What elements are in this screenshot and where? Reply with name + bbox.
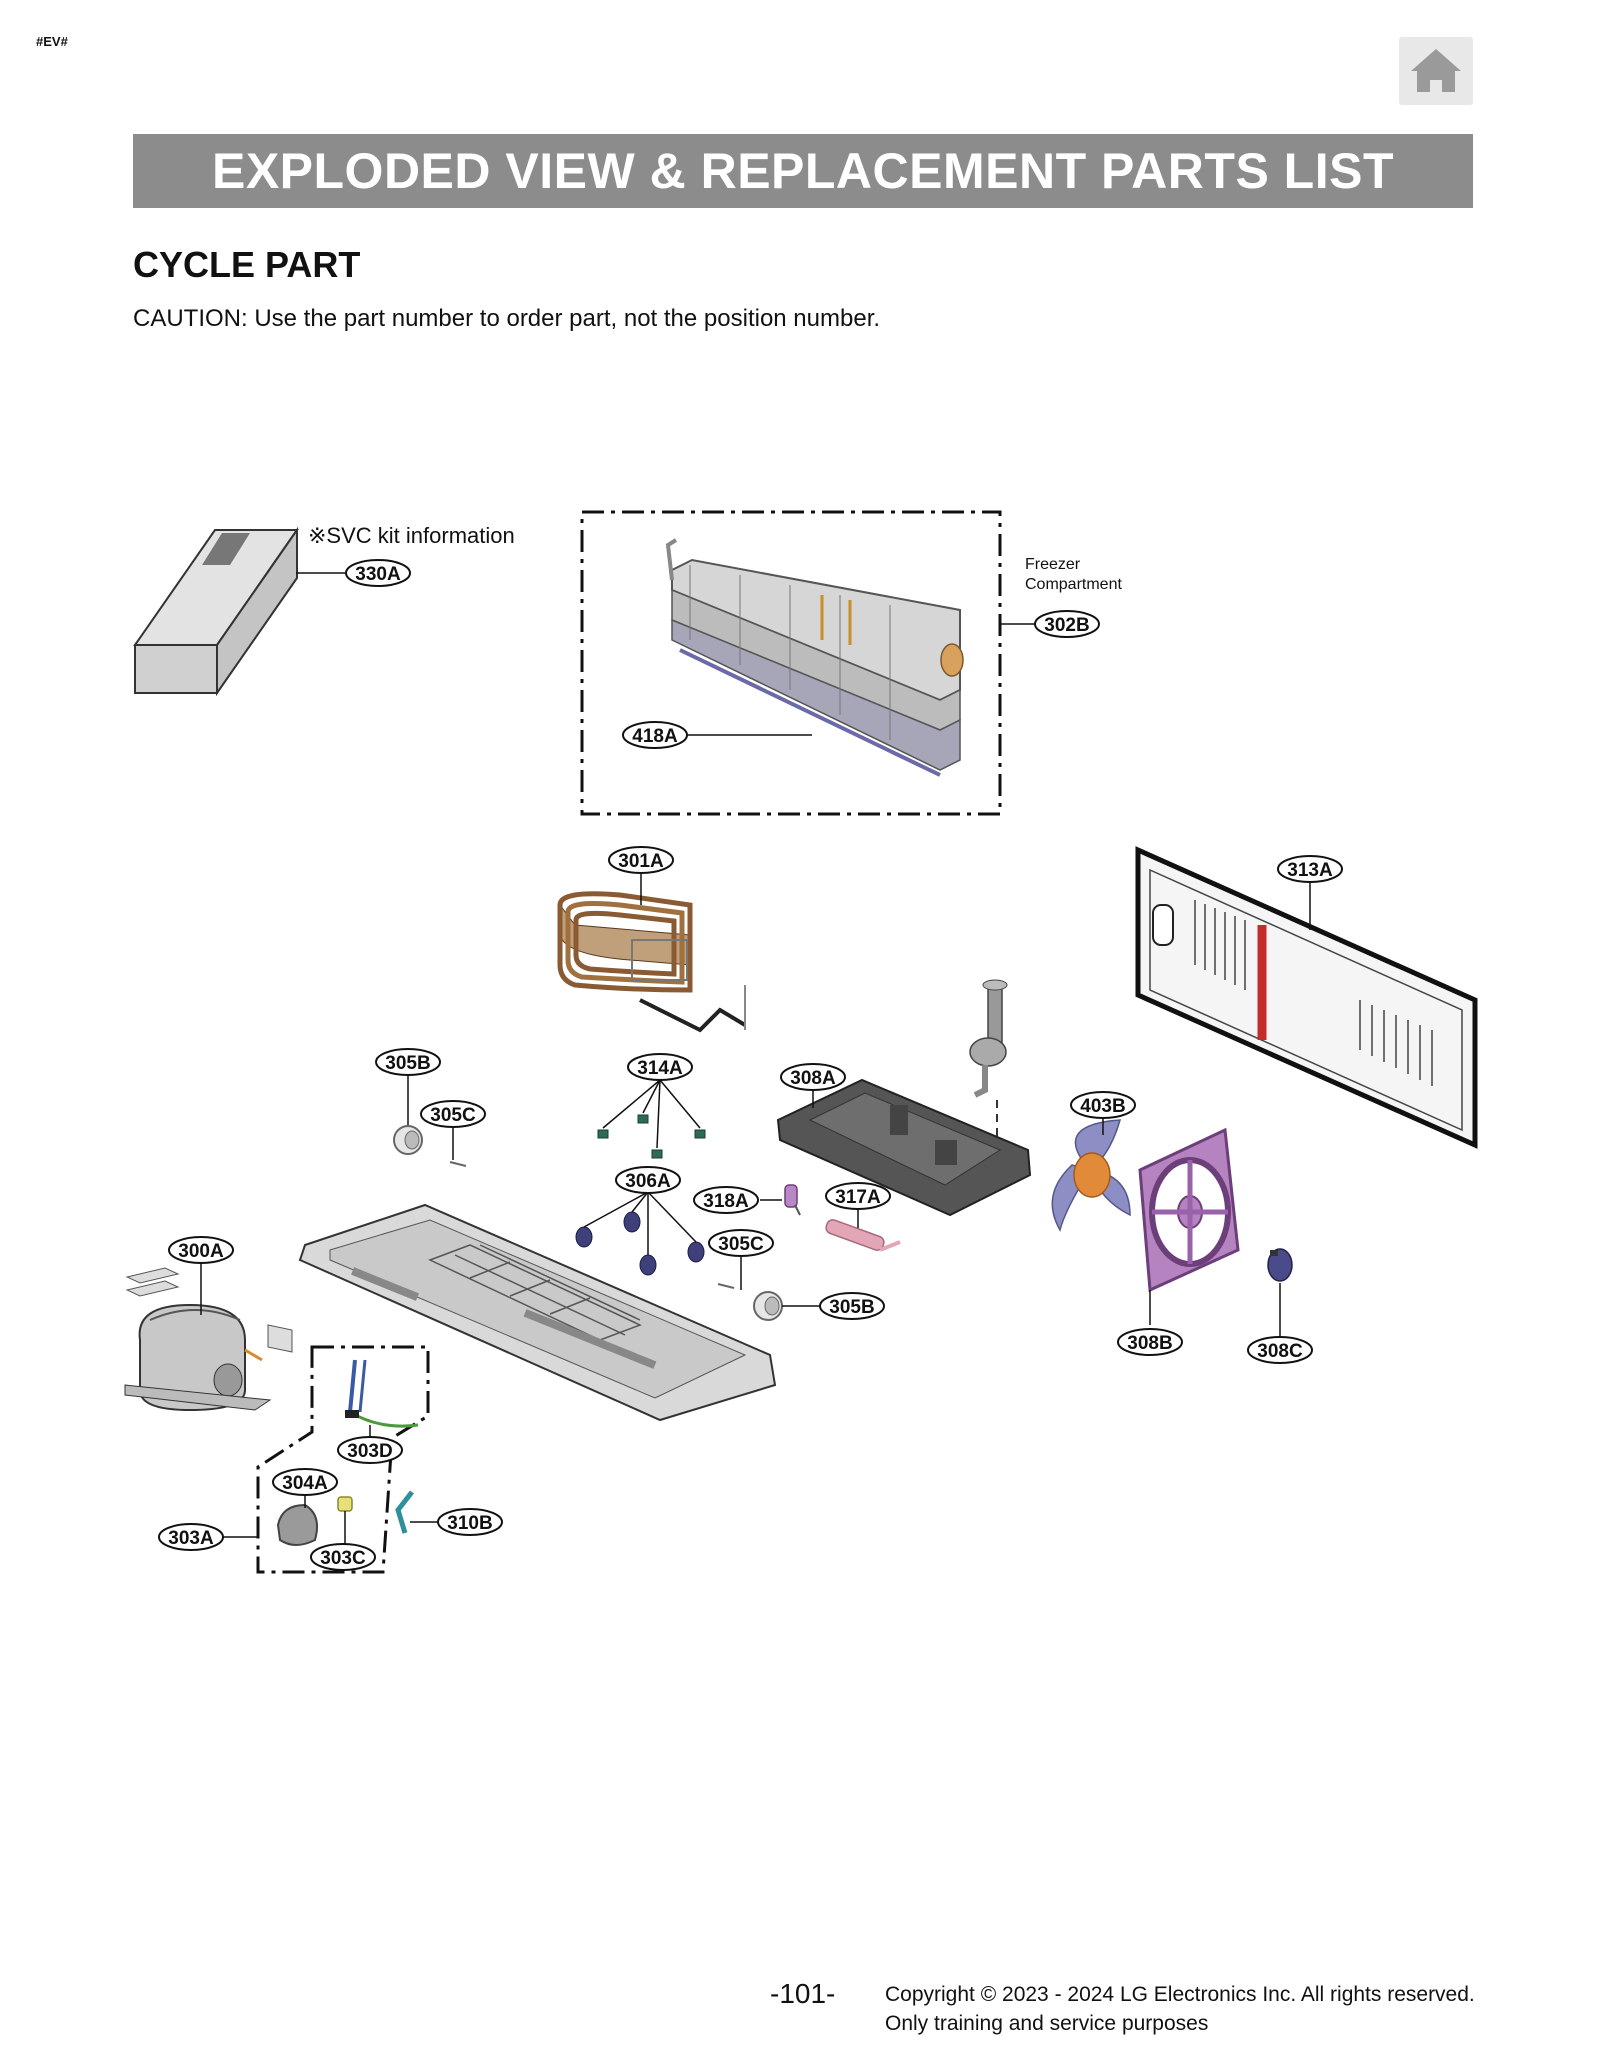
callout-308B: 308B bbox=[1117, 1328, 1183, 1356]
base-plate-part bbox=[298, 1203, 777, 1422]
freezer-label-line1: Freezer bbox=[1025, 556, 1081, 573]
callout-303A: 303A bbox=[158, 1523, 224, 1551]
screw-part-mid bbox=[717, 1283, 735, 1289]
callout-label: 313A bbox=[1287, 860, 1333, 881]
callout-label: 305B bbox=[385, 1053, 430, 1074]
callout-308C: 308C bbox=[1247, 1336, 1313, 1364]
callout-302B: 302B bbox=[1034, 610, 1100, 638]
callout-label: 303C bbox=[320, 1548, 366, 1569]
copyright-notice: Copyright © 2023 - 2024 LG Electronics I… bbox=[885, 1980, 1475, 2038]
callout-label: 308A bbox=[790, 1068, 836, 1089]
callout-303D: 303D bbox=[337, 1436, 403, 1464]
drier-part bbox=[825, 1219, 901, 1252]
freezer-label-line2: Compartment bbox=[1025, 576, 1122, 593]
fan-blade-part bbox=[1051, 1119, 1131, 1232]
callout-label: 305C bbox=[718, 1234, 764, 1255]
relay-part bbox=[276, 1503, 318, 1546]
callout-317A: 317A bbox=[825, 1182, 891, 1210]
page-number: -101- bbox=[770, 1978, 836, 2009]
callout-label: 302B bbox=[1044, 615, 1089, 636]
callout-label: 310B bbox=[447, 1513, 492, 1534]
callout-label: 305C bbox=[430, 1105, 476, 1126]
machine-bracket-part bbox=[776, 1078, 1032, 1217]
callout-label: 403B bbox=[1080, 1096, 1125, 1117]
callout-label: 317A bbox=[835, 1187, 881, 1208]
clamp-leader-lines bbox=[602, 1079, 701, 1149]
callout-305B-mid: 305B bbox=[819, 1292, 885, 1320]
callout-label: 301A bbox=[618, 851, 664, 872]
cover-relay-part bbox=[337, 1496, 353, 1512]
callout-label: 318A bbox=[703, 1191, 749, 1212]
copyright-line: Copyright © 2023 - 2024 LG Electronics I… bbox=[885, 1983, 1475, 2006]
roller-part-top bbox=[393, 1125, 423, 1155]
document-tag: #EV# bbox=[36, 34, 68, 49]
callout-300A: 300A bbox=[168, 1236, 234, 1264]
callout-label: 305B bbox=[829, 1297, 874, 1318]
section-title: CYCLE PART bbox=[133, 244, 361, 285]
svc-kit-box bbox=[133, 526, 299, 697]
compressor-part bbox=[124, 1267, 293, 1412]
power-cord-part bbox=[345, 1359, 419, 1428]
callout-label: 306A bbox=[625, 1171, 671, 1192]
callout-label: 300A bbox=[178, 1241, 224, 1262]
callout-306A: 306A bbox=[615, 1166, 681, 1194]
usage-note: Only training and service purposes bbox=[885, 2012, 1209, 2035]
callout-301A: 301A bbox=[608, 846, 674, 874]
fan-shroud-part bbox=[1138, 1127, 1240, 1293]
filter-clip-part bbox=[784, 1184, 801, 1216]
page-title: EXPLODED VIEW & REPLACEMENT PARTS LIST bbox=[133, 134, 1473, 208]
callout-303C: 303C bbox=[310, 1543, 376, 1571]
callout-label: 303D bbox=[347, 1441, 392, 1462]
callout-304A: 304A bbox=[272, 1468, 338, 1496]
evaporator-part bbox=[665, 538, 964, 777]
callout-label: 304A bbox=[282, 1473, 328, 1494]
relay-group-frame bbox=[256, 1345, 430, 1574]
callout-label: 308B bbox=[1127, 1333, 1172, 1354]
screw-part-top bbox=[449, 1161, 467, 1167]
callout-403B: 403B bbox=[1070, 1091, 1136, 1119]
stand-leader-lines bbox=[583, 1191, 697, 1255]
callout-313A: 313A bbox=[1277, 855, 1343, 883]
callout-305C-mid: 305C bbox=[708, 1229, 774, 1257]
callout-318A: 318A bbox=[693, 1186, 759, 1214]
callout-418A: 418A bbox=[622, 721, 688, 749]
callout-308A: 308A bbox=[780, 1063, 846, 1091]
callout-310B: 310B bbox=[437, 1508, 503, 1536]
callout-label: 308C bbox=[1257, 1341, 1303, 1362]
callout-label: 303A bbox=[168, 1528, 214, 1549]
callout-305C-top: 305C bbox=[420, 1100, 486, 1128]
freezer-group-frame bbox=[580, 510, 1002, 816]
condenser-part bbox=[557, 891, 747, 1033]
callout-label: 330A bbox=[355, 564, 401, 585]
rear-cover-part bbox=[1135, 846, 1478, 1149]
callout-label: 314A bbox=[637, 1058, 683, 1079]
callout-label: 418A bbox=[632, 726, 678, 747]
callout-314A: 314A bbox=[627, 1053, 693, 1081]
clamp-parts bbox=[597, 1114, 706, 1159]
callout-305B-top: 305B bbox=[375, 1048, 441, 1076]
svc-kit-label: ※SVC kit information bbox=[308, 523, 515, 548]
home-button[interactable] bbox=[1399, 37, 1473, 105]
leader-lines bbox=[200, 572, 1311, 1545]
stand-parts bbox=[575, 1211, 705, 1276]
fan-motor-part bbox=[1267, 1248, 1293, 1282]
tube-part bbox=[395, 1490, 414, 1534]
home-icon bbox=[1411, 49, 1461, 92]
caution-note: CAUTION: Use the part number to order pa… bbox=[133, 305, 881, 332]
roller-part-mid bbox=[753, 1291, 783, 1321]
drain-hose-part bbox=[969, 979, 1008, 1165]
callout-330A: 330A bbox=[345, 559, 411, 587]
